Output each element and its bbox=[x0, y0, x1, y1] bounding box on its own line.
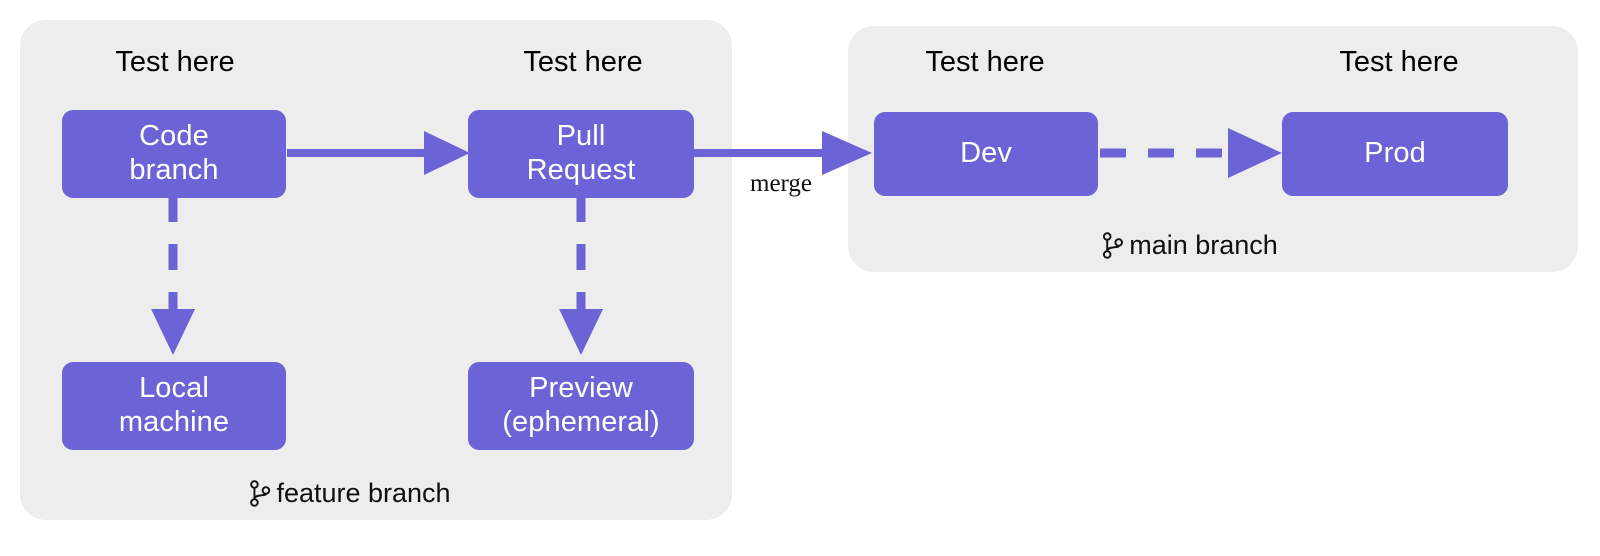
node-code-branch-label: Code branch bbox=[129, 120, 219, 186]
branch-label-feature: feature branch bbox=[249, 478, 451, 509]
branch-label-feature-text: feature branch bbox=[276, 478, 451, 508]
caption-pull-request: Test here bbox=[523, 46, 643, 78]
git-branch-icon bbox=[1102, 232, 1124, 259]
git-branch-icon bbox=[249, 480, 271, 507]
node-dev[interactable]: Dev bbox=[874, 112, 1098, 196]
caption-prod: Test here bbox=[1339, 46, 1459, 78]
caption-dev: Test here bbox=[925, 46, 1045, 78]
node-local-machine[interactable]: Local machine bbox=[62, 362, 286, 450]
node-preview[interactable]: Preview (ephemeral) bbox=[468, 362, 694, 450]
node-code-branch[interactable]: Code branch bbox=[62, 110, 286, 198]
node-prod-label: Prod bbox=[1364, 137, 1426, 170]
node-dev-label: Dev bbox=[960, 137, 1012, 170]
branch-label-main: main branch bbox=[1102, 230, 1278, 261]
node-prod[interactable]: Prod bbox=[1282, 112, 1508, 196]
caption-code-branch: Test here bbox=[115, 46, 235, 78]
node-local-machine-label: Local machine bbox=[118, 372, 230, 438]
node-pull-request[interactable]: Pull Request bbox=[468, 110, 694, 198]
branch-label-main-text: main branch bbox=[1129, 230, 1278, 260]
node-preview-label: Preview (ephemeral) bbox=[502, 372, 660, 438]
node-pull-request-label: Pull Request bbox=[526, 120, 636, 186]
edge-label-merge: merge bbox=[749, 170, 813, 197]
